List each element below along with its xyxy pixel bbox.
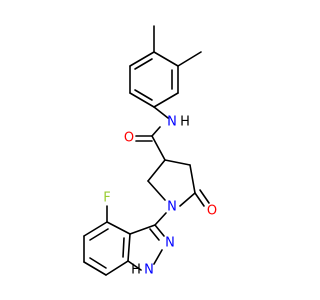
- bond: [134, 58, 153, 70]
- amide-nitrogen-label: N: [167, 115, 177, 130]
- bond: [153, 92, 179, 108]
- bond: [127, 233, 131, 262]
- bond: [153, 249, 163, 265]
- bond: [199, 189, 210, 204]
- bond: [147, 180, 166, 201]
- bond: [151, 135, 166, 161]
- bond: [134, 89, 153, 101]
- bond: [129, 224, 156, 235]
- bond: [83, 221, 108, 237]
- bond: [153, 106, 169, 119]
- indazole-nh-label: N: [144, 263, 154, 278]
- bond: [129, 92, 155, 108]
- bond: [89, 228, 109, 241]
- bond: [83, 261, 107, 276]
- bond: [179, 192, 196, 207]
- indazole-n2-label: N: [165, 236, 175, 251]
- bond: [106, 221, 131, 235]
- atom-labels: O N H N O F N N H: [103, 115, 217, 278]
- lactam-oxygen-label: O: [207, 204, 217, 219]
- amide-hydrogen-label: H: [180, 115, 190, 130]
- bond: [151, 126, 161, 137]
- structure-diagram: O N H N O F N N H: [83, 25, 217, 278]
- bond: [147, 159, 166, 182]
- bond: [189, 164, 196, 194]
- bond: [122, 237, 125, 258]
- amide-oxygen-label: O: [124, 131, 134, 146]
- bond: [177, 51, 202, 67]
- bond: [105, 260, 129, 276]
- indazole-h-label: H: [131, 263, 141, 278]
- bond: [164, 159, 191, 166]
- bond: [153, 51, 179, 67]
- bond: [127, 260, 142, 271]
- bond: [89, 257, 107, 269]
- fluorine-label: F: [103, 191, 110, 206]
- bond: [154, 224, 165, 237]
- bond: [129, 51, 155, 67]
- molecule-canvas: O N H N O F N N H: [83, 25, 218, 278]
- bonds: [83, 25, 210, 276]
- bond: [149, 228, 160, 241]
- bond: [194, 192, 205, 207]
- pyrrolidine-nitrogen-label: N: [167, 200, 177, 215]
- bond: [154, 212, 167, 226]
